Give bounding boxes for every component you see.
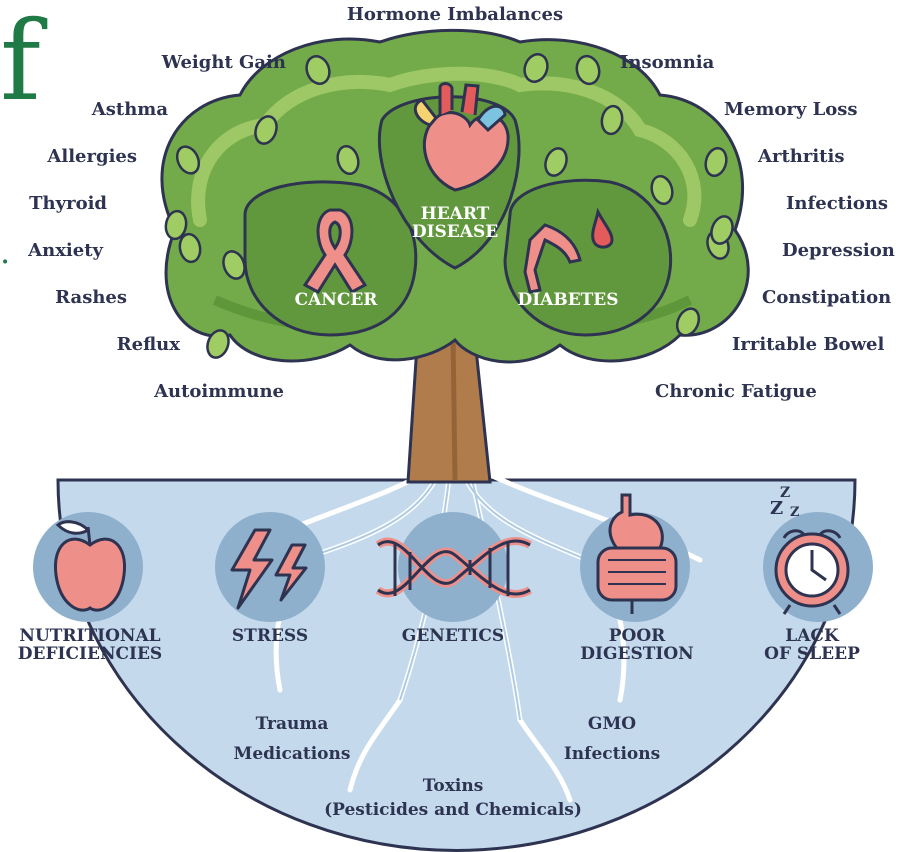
label-arthritis: Arthritis xyxy=(758,148,844,167)
root-label-infections: Infections xyxy=(564,746,660,764)
label-autoimmune: Autoimmune xyxy=(154,383,284,402)
label-reflux: Reflux xyxy=(117,336,180,355)
sleep-z-medium: Z xyxy=(770,500,783,519)
cause-label-line2: DIGESTION xyxy=(580,646,693,664)
cause-poor-digestion: POOR DIGESTION xyxy=(580,628,693,664)
label-rashes: Rashes xyxy=(55,289,127,308)
label-depression: Depression xyxy=(782,242,895,261)
cause-label-line2: DEFICIENCIES xyxy=(18,646,162,664)
cause-nutritional-deficiencies: NUTRITIONAL DEFICIENCIES xyxy=(18,628,162,664)
root-label-gmo: GMO xyxy=(564,716,660,734)
root-label-toxins: Toxins xyxy=(324,778,582,796)
brand-logo: f xyxy=(0,6,41,116)
cause-genetics: GENETICS xyxy=(402,628,504,646)
label-diabetes: DIABETES xyxy=(517,292,618,310)
label-cancer: CANCER xyxy=(295,292,378,310)
root-label-pesticides-chemicals: (Pesticides and Chemicals) xyxy=(324,802,582,820)
cause-label-line2: OF SLEEP xyxy=(764,646,860,664)
root-label-medications: Medications xyxy=(234,746,351,764)
label-hormone-imbalances: Hormone Imbalances xyxy=(347,6,563,25)
sleep-z-tiny: Z xyxy=(790,506,800,520)
label-allergies: Allergies xyxy=(47,148,137,167)
label-asthma: Asthma xyxy=(92,101,168,120)
root-label-trauma: Trauma xyxy=(234,716,351,734)
label-chronic-fatigue: Chronic Fatigue xyxy=(655,383,817,402)
root-label-right: GMO Infections xyxy=(564,716,660,764)
cause-label-line1: GENETICS xyxy=(402,628,504,646)
cause-lack-of-sleep: LACK OF SLEEP xyxy=(764,628,860,664)
root-label-left: Trauma Medications xyxy=(234,716,351,764)
label-memory-loss: Memory Loss xyxy=(724,101,858,120)
root-label-center: Toxins (Pesticides and Chemicals) xyxy=(324,778,582,820)
label-insomnia: Insomnia xyxy=(620,54,714,73)
label-infections: Infections xyxy=(786,195,888,214)
cause-stress: STRESS xyxy=(232,628,308,646)
label-constipation: Constipation xyxy=(762,289,891,308)
label-heart-disease-line2: DISEASE xyxy=(412,224,498,242)
label-thyroid: Thyroid xyxy=(29,195,107,214)
brand-logo-mark: . xyxy=(0,233,10,271)
label-heart-disease: HEART DISEASE xyxy=(412,206,498,242)
label-weight-gain: Weight Gain xyxy=(162,54,286,73)
cause-label-line1: STRESS xyxy=(232,628,308,646)
label-irritable-bowel: Irritable Bowel xyxy=(732,336,884,355)
label-anxiety: Anxiety xyxy=(28,242,103,261)
